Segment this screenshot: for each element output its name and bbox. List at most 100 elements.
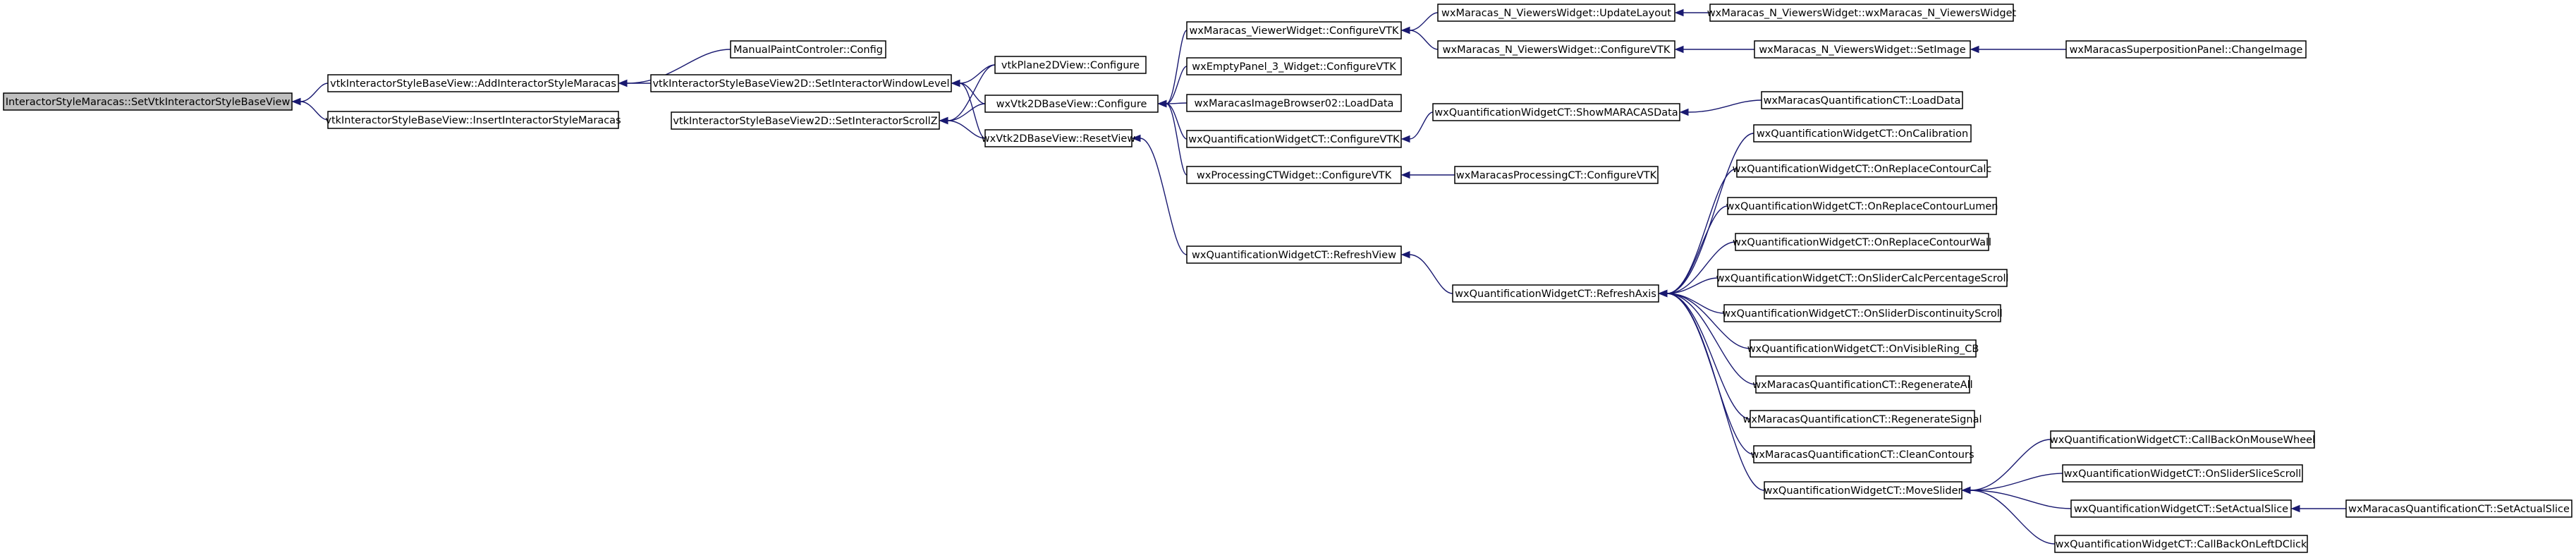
graph-node-wxmaracasquantificationct-cleancontours[interactable]: wxMaracasQuantificationCT::CleanContours bbox=[1750, 445, 1974, 463]
graph-edge-line bbox=[1409, 30, 1439, 50]
graph-node-wxquantificationwidgetct-onreplacecontourlumen[interactable]: wxQuantificationWidgetCT::OnReplaceConto… bbox=[1726, 197, 1998, 215]
graph-node-wxquantificationwidgetct-oncalibration[interactable]: wxQuantificationWidgetCT::OnCalibration bbox=[1753, 124, 1972, 142]
graph-node-wxmaracassuperpositionpanel-changeimage[interactable]: wxMaracasSuperpositionPanel::ChangeImage bbox=[2065, 40, 2307, 59]
graph-edge bbox=[1961, 486, 2072, 509]
graph-node-box bbox=[2070, 499, 2292, 518]
graph-node-label: wxEmptyPanel_3_Widget::ConfigureVTK bbox=[1192, 61, 1396, 73]
graph-node-wxquantificationwidgetct-showmaracasdata[interactable]: wxQuantificationWidgetCT::ShowMARACASDat… bbox=[1432, 103, 1680, 121]
graph-node-wxquantificationwidgetct-callbackonleftdclick[interactable]: wxQuantificationWidgetCT::CallBackOnLeft… bbox=[2054, 535, 2308, 553]
graph-node-wxquantificationwidgetct-onsliderslicescroll[interactable]: wxQuantificationWidgetCT::OnSliderSliceS… bbox=[2062, 464, 2303, 483]
graph-node-wxmaracas-n-viewerswidget-configurevtk[interactable]: wxMaracas_N_ViewersWidget::ConfigureVTK bbox=[1437, 40, 1675, 59]
graph-node-vtkinteractorstylebaseview-addinteractorstylemaracas[interactable]: vtkInteractorStyleBaseView::AddInteracto… bbox=[327, 74, 619, 92]
graph-node-label: wxMaracasQuantificationCT::RegenerateSig… bbox=[1743, 414, 1982, 425]
graph-node-wxquantificationwidgetct-callbackonmousewheel[interactable]: wxQuantificationWidgetCT::CallBackOnMous… bbox=[2050, 430, 2315, 449]
graph-node-box bbox=[327, 74, 619, 92]
graph-node-label: wxMaracas_N_ViewersWidget::wxMaracas_N_V… bbox=[1707, 8, 2017, 19]
graph-node-box bbox=[1186, 57, 1402, 75]
graph-node-box bbox=[1186, 130, 1402, 148]
graph-node-wxprocessingctwidget-configurevtk[interactable]: wxProcessingCTWidget::ConfigureVTK bbox=[1186, 166, 1402, 184]
graph-node-box bbox=[671, 111, 940, 130]
graph-node-wxquantificationwidgetct-onvisiblering-cb[interactable]: wxQuantificationWidgetCT::OnVisibleRing_… bbox=[1747, 339, 1979, 358]
graph-node-vtkinteractorstylebaseview2d-setinteractorwindowlevel[interactable]: vtkInteractorStyleBaseView2D::SetInterac… bbox=[650, 74, 952, 92]
graph-node-wxmaracasquantificationct-setactualslice[interactable]: wxMaracasQuantificationCT::SetActualSlic… bbox=[2345, 499, 2572, 518]
graph-node-label: wxQuantificationWidgetCT::SetActualSlice bbox=[2074, 504, 2288, 515]
graph-node-wxquantificationwidgetct-onreplacecontourwall[interactable]: wxQuantificationWidgetCT::OnReplaceConto… bbox=[1733, 233, 1991, 251]
call-graph-nodes: InteractorStyleMaracas::SetVtkInteractor… bbox=[3, 4, 2572, 553]
graph-node-vtkplane2dview-configure[interactable]: vtkPlane2DView::Configure bbox=[994, 56, 1147, 74]
graph-node-label: wxQuantificationWidgetCT::RefreshView bbox=[1192, 250, 1396, 261]
graph-node-label: wxMaracasQuantificationCT::SetActualSlic… bbox=[2348, 504, 2570, 515]
graph-node-wxmaracas-n-viewerswidget-setimage[interactable]: wxMaracas_N_ViewersWidget::SetImage bbox=[1754, 40, 1971, 59]
graph-edge-arrowhead bbox=[618, 79, 628, 87]
graph-node-wxmaracasquantificationct-regenerateall[interactable]: wxMaracasQuantificationCT::RegenerateAll bbox=[1752, 375, 1973, 394]
graph-node-wxmaracasprocessingct-configurevtk[interactable]: wxMaracasProcessingCT::ConfigureVTK bbox=[1454, 166, 1659, 184]
graph-node-label: wxMaracasProcessingCT::ConfigureVTK bbox=[1456, 170, 1657, 181]
graph-node-interactorstylemaracas-setvtkinteractorstylebaseview[interactable]: InteractorStyleMaracas::SetVtkInteractor… bbox=[3, 92, 293, 111]
graph-node-wxmaracas-n-viewerswidget-wxmaracas-n-viewerswidget[interactable]: wxMaracas_N_ViewersWidget::wxMaracas_N_V… bbox=[1707, 4, 2017, 22]
graph-node-box bbox=[2050, 430, 2315, 449]
graph-node-manualpaintcontroler-config[interactable]: ManualPaintControler::Config bbox=[730, 40, 886, 59]
graph-node-label: wxQuantificationWidgetCT::RefreshAxis bbox=[1455, 289, 1656, 300]
graph-edge-line bbox=[1970, 473, 2063, 491]
graph-edge-line bbox=[300, 101, 329, 121]
graph-node-vtkinteractorstylebaseview-insertinteractorstylemaracas[interactable]: vtkInteractorStyleBaseView::InsertIntera… bbox=[325, 111, 621, 129]
graph-edge bbox=[1400, 111, 1434, 143]
graph-node-label: wxMaracasQuantificationCT::LoadData bbox=[1764, 95, 1961, 107]
graph-node-label: vtkPlane2DView::Configure bbox=[1001, 60, 1140, 71]
graph-node-wxquantificationwidgetct-configurevtk[interactable]: wxQuantificationWidgetCT::ConfigureVTK bbox=[1186, 130, 1402, 148]
graph-edge bbox=[939, 116, 986, 139]
graph-edge bbox=[1157, 99, 1188, 140]
graph-edge bbox=[618, 79, 651, 87]
graph-node-wxmaracas-n-viewerswidget-updatelayout[interactable]: wxMaracas_N_ViewersWidget::UpdateLayout bbox=[1437, 4, 1675, 22]
graph-node-wxmaracasimagebrowser02-loaddata[interactable]: wxMaracasImageBrowser02::LoadData bbox=[1186, 94, 1402, 112]
graph-node-wxvtk2dbaseview-resetview[interactable]: wxVtk2DBaseView::ResetView bbox=[982, 129, 1136, 147]
graph-edge bbox=[1674, 45, 1754, 54]
graph-edge-line bbox=[1666, 293, 1751, 420]
graph-node-wxquantificationwidgetct-onsliderdiscontinuityscroll[interactable]: wxQuantificationWidgetCT::OnSliderDiscon… bbox=[1722, 304, 2003, 322]
graph-node-box bbox=[1764, 481, 1962, 499]
graph-node-box bbox=[984, 95, 1159, 113]
graph-node-label: wxMaracasSuperpositionPanel::ChangeImage bbox=[2070, 44, 2303, 56]
graph-edge-line bbox=[1140, 138, 1188, 255]
graph-node-label: wxMaracasImageBrowser02::LoadData bbox=[1195, 98, 1394, 109]
graph-edge-line bbox=[1666, 241, 1736, 294]
graph-node-wxemptypanel-3-widget-configurevtk[interactable]: wxEmptyPanel_3_Widget::ConfigureVTK bbox=[1186, 57, 1402, 75]
graph-edge-line bbox=[1166, 102, 1188, 104]
graph-node-label: ManualPaintControler::Config bbox=[733, 44, 883, 56]
graph-node-label: wxMaracas_N_ViewersWidget::SetImage bbox=[1759, 44, 1965, 56]
graph-edge bbox=[1674, 8, 1710, 17]
graph-edge-line bbox=[1970, 439, 2051, 491]
graph-node-label: wxMaracasQuantificationCT::RegenerateAll bbox=[1752, 380, 1972, 391]
graph-node-wxmaracasquantificationct-regeneratesignal[interactable]: wxMaracasQuantificationCT::RegenerateSig… bbox=[1743, 410, 1982, 428]
graph-node-box bbox=[327, 111, 619, 129]
graph-edge bbox=[1131, 134, 1188, 255]
graph-node-box bbox=[1432, 103, 1680, 121]
graph-edge-arrowhead bbox=[939, 116, 948, 125]
graph-edge bbox=[2290, 504, 2346, 513]
graph-node-wxquantificationwidgetct-refreshaxis[interactable]: wxQuantificationWidgetCT::RefreshAxis bbox=[1452, 284, 1659, 303]
graph-node-wxquantificationwidgetct-onreplacecontourcalc[interactable]: wxQuantificationWidgetCT::OnReplaceConto… bbox=[1733, 159, 1992, 178]
graph-node-wxquantificationwidgetct-onslidercalcpercentagescroll[interactable]: wxQuantificationWidgetCT::OnSliderCalcPe… bbox=[1716, 269, 2009, 287]
graph-node-wxmaracas-viewerwidget-configurevtk[interactable]: wxMaracas_ViewerWidget::ConfigureVTK bbox=[1186, 21, 1402, 40]
graph-node-wxquantificationwidgetct-moveslider[interactable]: wxQuantificationWidgetCT::MoveSlider bbox=[1764, 481, 1962, 499]
graph-node-label: wxQuantificationWidgetCT::OnSliderSliceS… bbox=[2064, 468, 2302, 480]
graph-node-vtkinteractorstylebaseview2d-setinteractorscrollz[interactable]: vtkInteractorStyleBaseView2D::SetInterac… bbox=[671, 111, 940, 130]
graph-node-wxmaracasquantificationct-loaddata[interactable]: wxMaracasQuantificationCT::LoadData bbox=[1761, 91, 1963, 109]
graph-node-label: InteractorStyleMaracas::SetVtkInteractor… bbox=[6, 97, 291, 108]
graph-node-wxquantificationwidgetct-setactualslice[interactable]: wxQuantificationWidgetCT::SetActualSlice bbox=[2070, 499, 2292, 518]
graph-edge bbox=[1961, 486, 2056, 545]
graph-edge-line bbox=[1666, 205, 1728, 294]
graph-edge bbox=[291, 97, 329, 121]
graph-edge-line bbox=[300, 83, 329, 102]
graph-edge-line bbox=[1666, 293, 1757, 385]
graph-edge-arrowhead bbox=[1658, 289, 1668, 298]
graph-node-box bbox=[1186, 245, 1402, 264]
graph-node-label: wxQuantificationWidgetCT::OnReplaceConto… bbox=[1726, 201, 1998, 212]
graph-edge-line bbox=[1666, 293, 1751, 349]
graph-node-box bbox=[1755, 375, 1970, 394]
graph-edge-arrowhead bbox=[1400, 135, 1410, 143]
graph-node-wxquantificationwidgetct-refreshview[interactable]: wxQuantificationWidgetCT::RefreshView bbox=[1186, 245, 1402, 264]
graph-node-label: vtkInteractorStyleBaseView2D::SetInterac… bbox=[652, 78, 949, 90]
graph-node-wxvtk2dbaseview-configure[interactable]: wxVtk2DBaseView::Configure bbox=[984, 95, 1159, 113]
